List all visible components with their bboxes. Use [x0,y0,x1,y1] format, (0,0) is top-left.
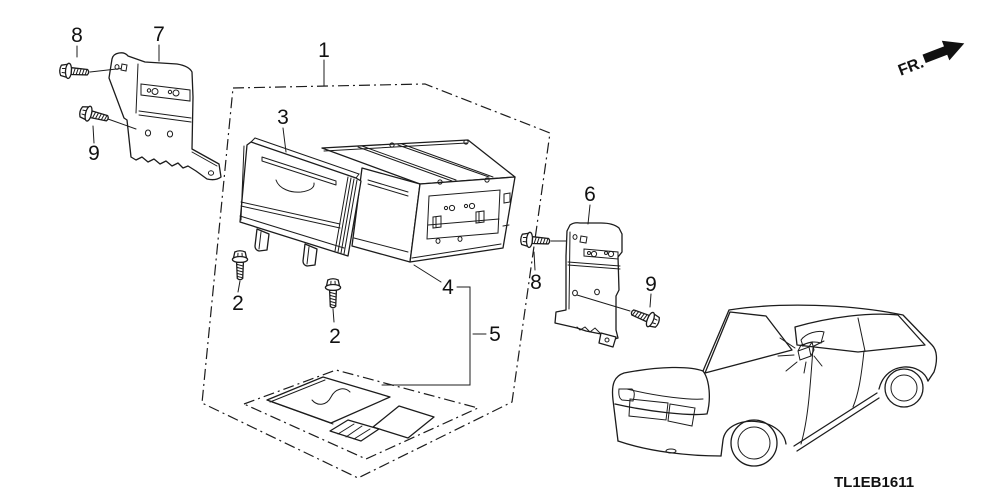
bolt-9-left [77,103,111,127]
callout-3: 3 [277,106,289,129]
bracket-right [554,222,623,348]
callout-5: 5 [489,323,501,346]
bolt-9-right [628,304,663,331]
callouts: 1 2 2 3 4 5 6 7 8 8 9 9 [71,23,657,348]
leader-lines-center [237,59,487,386]
audio-unit [321,139,516,263]
callout-8b: 8 [530,271,542,294]
callout-8a: 8 [71,24,83,47]
bolt-2-right [324,278,342,309]
callout-4: 4 [442,276,454,299]
fr-direction: FR. [896,40,965,80]
bolt-8-left [58,62,90,81]
callout-1: 1 [318,39,330,62]
callout-9b: 9 [645,273,657,296]
callout-7: 7 [153,23,165,46]
callout-6: 6 [584,183,596,206]
leader-lines-right [533,204,652,312]
callout-9a: 9 [88,142,100,165]
leader-lines-left [76,44,160,144]
bolt-2-left [231,250,249,281]
car-reference [611,304,938,467]
fr-label: FR. [896,54,926,79]
bracket-left [108,52,222,181]
assembly-boundary [201,83,551,479]
placard [242,369,480,460]
front-panel [239,137,362,267]
diagram-code: TL1EB1611 [834,474,914,491]
callout-2b: 2 [329,325,341,348]
callout-2a: 2 [232,292,244,315]
fr-arrow-icon [922,40,965,64]
